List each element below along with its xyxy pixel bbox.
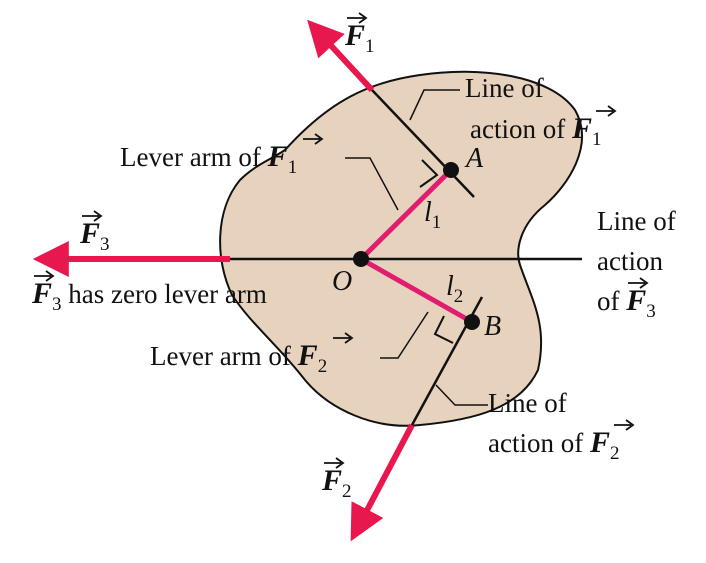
leader-line-of-action-f1 <box>409 89 460 121</box>
line-of-action-f1 <box>371 89 475 198</box>
label-f3-zero-lever-arm: F3 has zero lever arm <box>31 270 267 315</box>
label-lever-arm-f2: Lever arm of F2 <box>150 332 354 377</box>
label-line-of-action-f3: Line of action of F3 <box>597 206 676 322</box>
right-angle-marker-f2 <box>433 315 454 344</box>
label-point-b: B <box>484 311 501 342</box>
rigid-body <box>219 70 583 427</box>
svg-text:of F3: of F3 <box>597 284 656 322</box>
label-f1-vector: F1 <box>344 12 375 57</box>
label-lever-arm-f1: Lever arm of F1 <box>120 133 324 178</box>
leader-lever-arm-f1 <box>345 157 399 211</box>
svg-text:action of F2: action of F2 <box>488 426 619 464</box>
svg-text:Lever arm of F1: Lever arm of F1 <box>120 140 297 178</box>
label-point-a: A <box>464 143 484 174</box>
label-l1: l1 <box>424 197 441 233</box>
svg-text:action of F1: action of F1 <box>470 112 601 150</box>
svg-text:Lever arm of F2: Lever arm of F2 <box>150 339 327 377</box>
point-a-dot <box>443 162 459 178</box>
leader-lever-arm-f2 <box>380 311 429 359</box>
force-arrow-f2 <box>350 423 415 542</box>
svg-text:Line of: Line of <box>597 206 676 236</box>
label-line-of-action-f1: Line of action of F1 <box>465 73 617 150</box>
svg-text:action: action <box>597 246 663 276</box>
lever-arm-l2 <box>359 256 474 325</box>
force-arrow-f1 <box>307 19 375 93</box>
point-b-dot <box>464 314 480 330</box>
svg-text:F3: F3 <box>79 217 110 255</box>
label-line-of-action-f2: Line of action of F2 <box>488 388 635 464</box>
leader-line-of-action-f2 <box>435 384 488 406</box>
label-f3-vector: F3 <box>79 210 110 255</box>
svg-text:Line of: Line of <box>488 388 567 418</box>
svg-text:F3 has zero lever arm: F3 has zero lever arm <box>31 277 267 315</box>
label-point-o: O <box>332 266 352 297</box>
point-o-dot <box>353 251 369 267</box>
svg-text:F2: F2 <box>321 464 352 502</box>
svg-text:Line of: Line of <box>465 73 544 103</box>
label-l2: l2 <box>446 271 463 307</box>
right-angle-marker-f1 <box>419 159 439 188</box>
label-f2-vector: F2 <box>321 457 352 502</box>
lever-arm-l1 <box>359 168 453 261</box>
svg-text:F1: F1 <box>344 19 375 57</box>
